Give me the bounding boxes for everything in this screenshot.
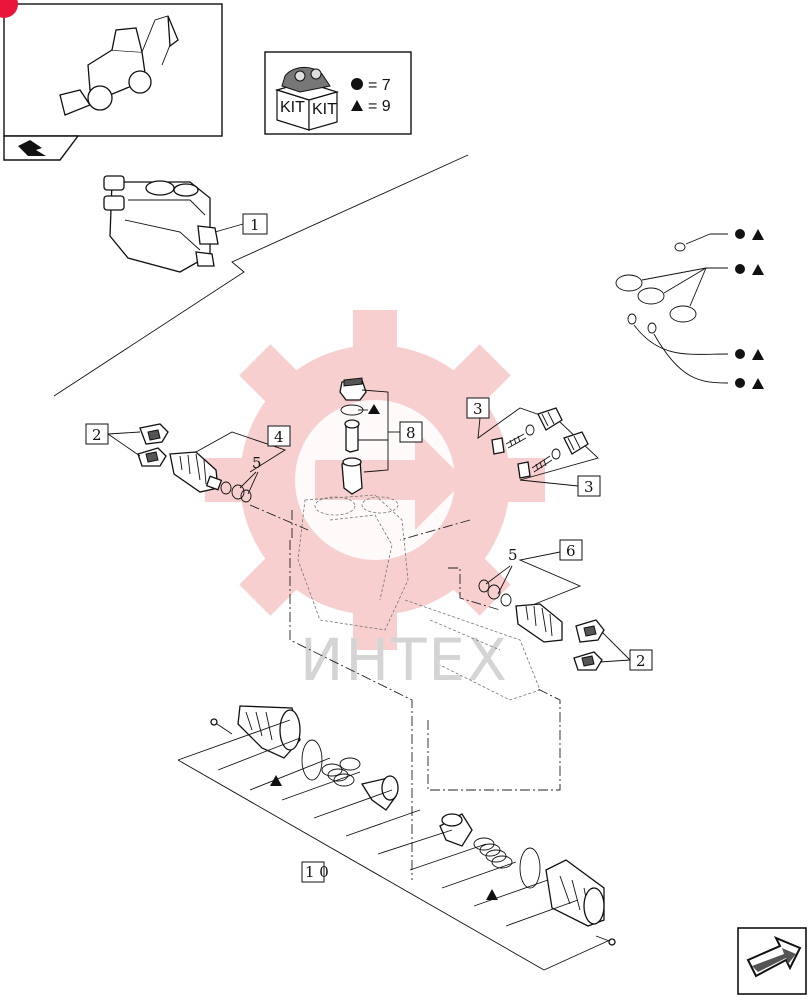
circle-quantity: = 7: [368, 77, 391, 94]
next-page-button[interactable]: [737, 927, 807, 995]
thumbnail-panel: [0, 0, 223, 161]
callout-1: 1: [250, 216, 260, 234]
section-break-line: [53, 154, 469, 397]
watermark-text: ИНТЕХ: [300, 626, 509, 694]
spring-cap-set: 1 0: [177, 705, 616, 971]
seal-kit-detail: [615, 229, 764, 389]
callout-6: 6: [566, 542, 576, 560]
callout-2-right: 2: [636, 652, 646, 670]
triangle-quantity: = 9: [368, 98, 391, 115]
callout-10: 1 0: [305, 863, 329, 881]
kit-box-icon: KIT KIT: [274, 67, 340, 131]
callout-5-left: 5: [252, 454, 262, 472]
bracket-left: 2: [85, 423, 169, 467]
arrow-icon[interactable]: [18, 140, 46, 156]
plug-spring-set: 3 3: [466, 397, 601, 497]
callout-8: 8: [406, 424, 416, 442]
circle-symbol-icon: [351, 78, 363, 90]
triangle-symbol-icon: [351, 100, 363, 111]
callout-3-bottom: 3: [584, 478, 594, 496]
callout-2-left: 2: [92, 426, 102, 444]
arrow-icon: [746, 936, 802, 978]
status-badge: [0, 0, 18, 18]
axis-lines: [249, 504, 561, 880]
spool-left: 4 5: [169, 425, 291, 503]
callout-3-top: 3: [473, 400, 483, 418]
callout-4: 4: [274, 428, 284, 446]
check-valve-stack: 8: [339, 377, 423, 495]
kit-label-left: KIT: [280, 99, 305, 116]
spool-right: 6 5: [478, 539, 583, 643]
bracket-right: 2: [573, 619, 653, 671]
kit-label-right: KIT: [312, 101, 337, 118]
valve-assembly-overview: 1: [103, 175, 268, 273]
backhoe-loader-thumbnail: [59, 15, 179, 116]
callout-5-right: 5: [508, 546, 518, 564]
kit-legend: KIT KIT = 7 = 9: [264, 51, 412, 135]
